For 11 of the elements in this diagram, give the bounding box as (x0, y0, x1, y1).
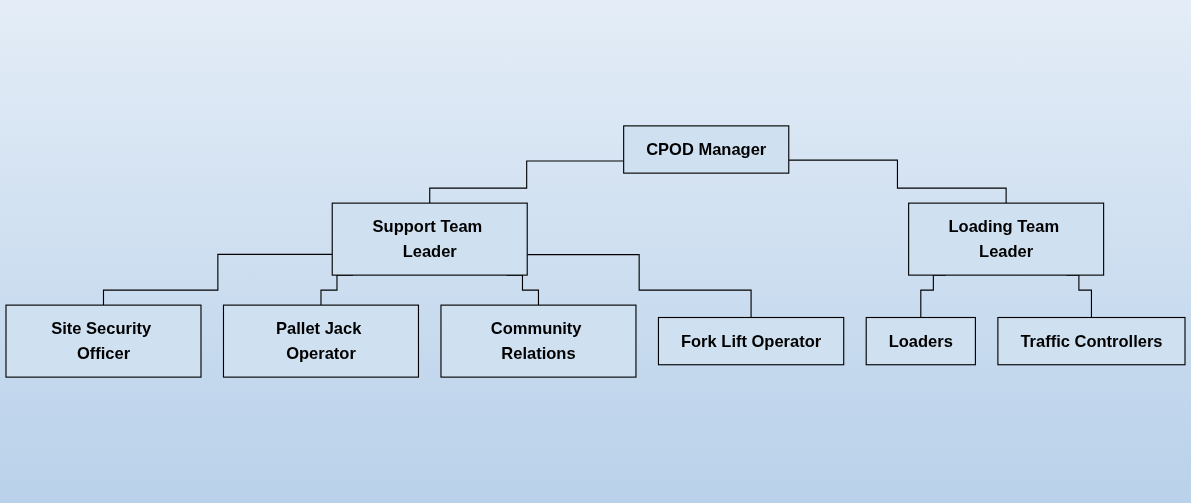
node-box: Community Relations (440, 304, 637, 378)
node-box: Pallet Jack Operator (222, 304, 420, 378)
node-box: Site Security Officer (5, 304, 202, 378)
node-box: Loaders (865, 316, 976, 366)
node-box: Support Team Leader (331, 202, 528, 276)
node-box: Traffic Controllers (997, 316, 1186, 366)
node-box: Loading Team Leader (908, 202, 1105, 276)
connector (102, 253, 333, 306)
node-box: Fork Lift Operator (657, 316, 845, 366)
connector (788, 159, 1007, 204)
node-box: CPOD Manager (623, 125, 790, 174)
